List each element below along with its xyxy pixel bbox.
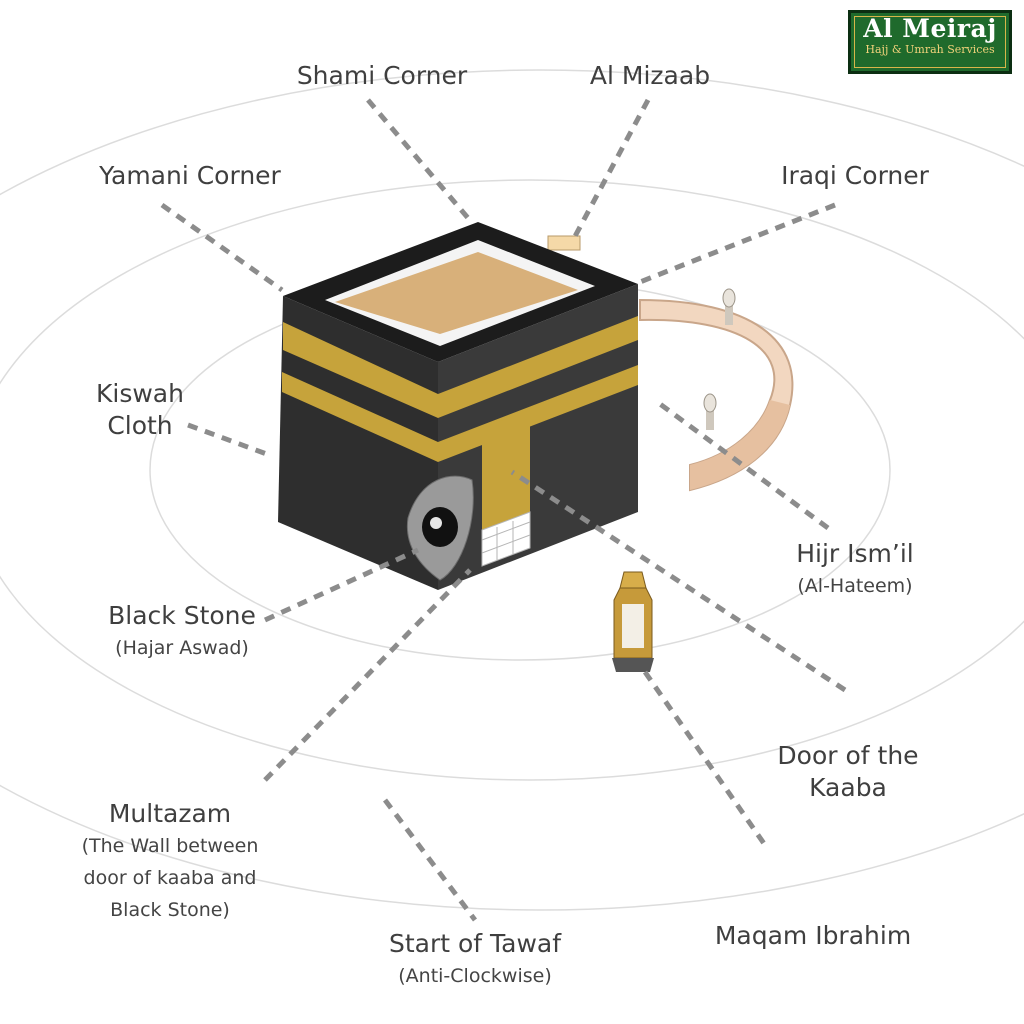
mizaab-spout — [547, 235, 581, 251]
lamp-post — [725, 300, 733, 325]
leader-line-door — [510, 469, 847, 693]
label-multazam-sub-line1: (The Wall between — [81, 835, 259, 857]
label-al-mizaab: Al Mizaab — [589, 61, 711, 90]
label-door-of-the-kaaba: Door of the Kaaba — [758, 740, 938, 804]
label-multazam-sub-line2: door of kaaba and — [83, 867, 257, 889]
label-hijr-ismail-sub: (Al-Hateem) — [797, 575, 913, 597]
label-black-stone-title: Black Stone — [108, 601, 256, 630]
kaaba-cube — [278, 222, 638, 590]
leader-lines — [160, 98, 847, 922]
label-iraqi-corner: Iraqi Corner — [781, 161, 929, 190]
label-kiswah-line2: Cloth — [107, 411, 173, 440]
kiswah-gold-band — [438, 316, 638, 418]
label-black-stone-sub: (Hajar Aswad) — [115, 637, 249, 659]
label-multazam-title: Multazam — [108, 799, 232, 828]
logo-frame — [854, 16, 1006, 68]
logo-title: Al Meiraj — [863, 14, 997, 43]
door-steps — [481, 511, 531, 567]
lamp-post — [706, 405, 714, 430]
logo-subtitle: Hajj & Umrah Services — [865, 43, 995, 56]
hijr-ismail-wall — [639, 288, 794, 492]
label-black-stone: Black Stone (Hajar Aswad) — [82, 600, 282, 664]
label-multazam: Multazam (The Wall between door of kaaba… — [62, 798, 278, 926]
label-multazam-sub-line3: Black Stone) — [110, 899, 230, 921]
leader-line-shami-corner — [366, 98, 470, 220]
leader-line-start-tawaf — [383, 798, 477, 922]
label-yamani-corner: Yamani Corner — [99, 161, 281, 190]
lamp — [703, 393, 717, 413]
roof-surface — [335, 252, 578, 334]
leader-line-kiswah — [187, 422, 273, 459]
leader-line-maqam-ibrahim — [642, 670, 768, 847]
black-stone — [406, 475, 474, 581]
leader-line-iraqi-corner — [639, 202, 836, 285]
leader-line-al-mizaab — [570, 98, 651, 242]
maqam-ibrahim-structure — [612, 571, 654, 672]
label-start-of-tawaf: Start of Tawaf (Anti-Clockwise) — [372, 928, 578, 992]
label-hijr-ismail-title: Hijr Ism’il — [796, 539, 914, 568]
leader-line-multazam — [263, 568, 472, 782]
label-shami-corner: Shami Corner — [296, 61, 468, 90]
leader-line-yamani-corner — [160, 202, 284, 293]
brand-logo: Al Meiraj Hajj & Umrah Services — [848, 10, 1012, 74]
label-kiswah-cloth: Kiswah Cloth — [70, 378, 210, 442]
lamp — [722, 288, 736, 308]
label-maqam-ibrahim: Maqam Ibrahim — [714, 921, 912, 950]
kiswah-lower-band — [282, 372, 438, 462]
kiswah-gold-band — [283, 322, 438, 418]
label-hijr-ismail: Hijr Ism’il (Al-Hateem) — [755, 538, 955, 602]
orbit-ring — [0, 179, 1024, 781]
label-kiswah-line1: Kiswah — [96, 379, 184, 408]
label-door-line2: Kaaba — [809, 773, 887, 802]
label-start-tawaf-title: Start of Tawaf — [388, 929, 562, 958]
label-start-tawaf-sub: (Anti-Clockwise) — [398, 965, 552, 987]
orbit-ring — [0, 69, 1024, 911]
label-door-line1: Door of the — [777, 741, 919, 770]
kaaba-left-face — [278, 296, 438, 590]
